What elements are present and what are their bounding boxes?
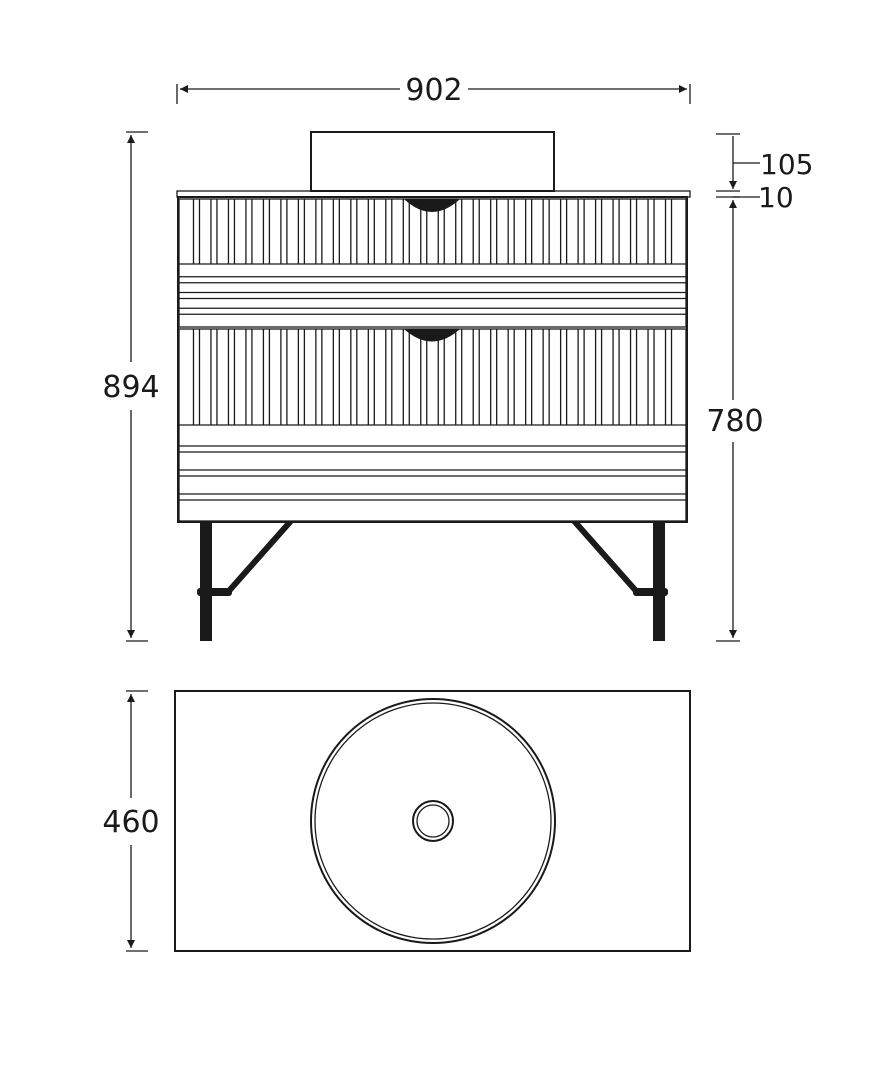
dim-label-worktop: 10 — [758, 181, 794, 214]
front-view — [176, 131, 691, 641]
upper-drawer-grooves — [179, 263, 686, 315]
drain-outer — [412, 800, 454, 842]
dimension-depth: 460 — [102, 690, 160, 952]
dim-label-overall-height: 894 — [102, 370, 159, 405]
dim-label-width: 902 — [405, 73, 462, 108]
top-view — [174, 690, 691, 952]
upper-drawer-flutes — [192, 199, 673, 264]
basin-front — [310, 131, 555, 192]
drain-inner — [416, 804, 450, 838]
lower-drawer-grooves — [179, 424, 686, 501]
dimension-width: 902 — [176, 73, 691, 108]
dim-label-cabinet-height: 780 — [706, 404, 763, 439]
dimension-cabinet-height: 780 — [706, 200, 764, 642]
dimension-worktop: 10 — [716, 181, 794, 214]
cabinet-body — [177, 196, 688, 523]
right-leg — [571, 522, 668, 641]
dimension-overall-height: 894 — [102, 131, 160, 642]
left-leg — [197, 522, 294, 641]
upper-drawer-handle — [404, 199, 460, 212]
drawer-upper — [178, 198, 687, 328]
basin-outer-rim — [310, 698, 556, 944]
dim-label-basin-height: 105 — [760, 148, 813, 181]
basin-inner-rim — [314, 702, 552, 940]
drawer-lower — [178, 328, 687, 522]
lower-drawer-handle — [404, 329, 460, 342]
dim-label-depth: 460 — [102, 805, 159, 840]
lower-drawer-flutes — [192, 329, 673, 425]
worktop-top — [174, 690, 691, 952]
dimension-basin-height: 105 — [716, 133, 813, 192]
